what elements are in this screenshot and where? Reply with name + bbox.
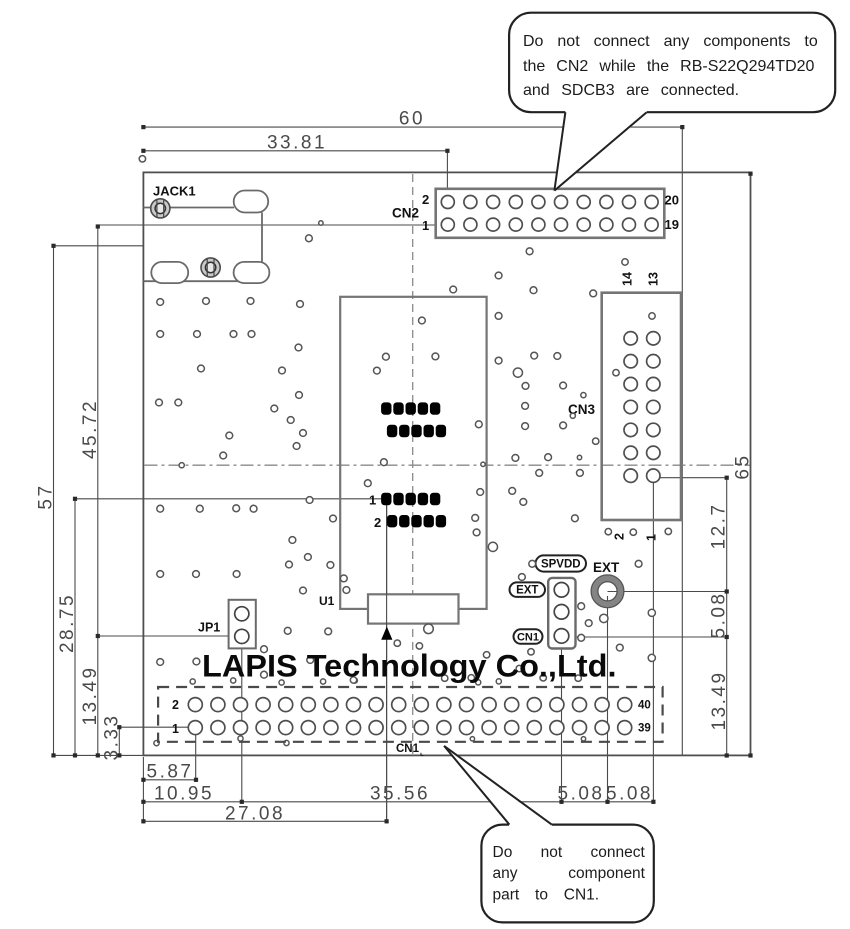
svg-text:CN1: CN1 <box>396 743 420 755</box>
svg-text:EXT: EXT <box>593 560 620 575</box>
svg-text:14: 14 <box>621 272 635 286</box>
svg-text:13: 13 <box>647 272 661 286</box>
svg-text:5.08: 5.08 <box>606 784 653 805</box>
svg-text:1: 1 <box>369 493 376 508</box>
svg-text:2: 2 <box>613 533 627 540</box>
svg-text:JACK1: JACK1 <box>153 184 196 199</box>
svg-text:12.7: 12.7 <box>709 503 730 550</box>
svg-text:5.08: 5.08 <box>709 592 730 639</box>
svg-text:13.49: 13.49 <box>709 670 730 730</box>
svg-text:EXT: EXT <box>516 585 538 597</box>
svg-text:5.08: 5.08 <box>558 784 605 805</box>
svg-text:U1: U1 <box>319 594 335 608</box>
svg-text:LAPIS Technology Co.,Ltd.: LAPIS Technology Co.,Ltd. <box>202 648 617 684</box>
svg-text:35.56: 35.56 <box>370 784 430 805</box>
svg-text:57: 57 <box>36 483 57 509</box>
svg-text:any component: any component <box>493 865 646 882</box>
svg-text:60: 60 <box>399 109 425 130</box>
svg-text:Do not connect any components: Do not connect any components to <box>523 33 818 50</box>
svg-text:⌞: ⌞ <box>420 748 424 757</box>
svg-text:1: 1 <box>645 534 659 541</box>
svg-text:28.75: 28.75 <box>57 593 78 653</box>
svg-text:45.72: 45.72 <box>80 399 101 459</box>
svg-text:the CN2 while the RB-S22Q294TD: the CN2 while the RB-S22Q294TD20 <box>523 58 815 75</box>
svg-text:2: 2 <box>172 698 179 712</box>
svg-text:5.87: 5.87 <box>147 762 194 783</box>
svg-text:1: 1 <box>172 722 179 736</box>
svg-text:19: 19 <box>665 217 679 232</box>
svg-text:Do not connect: Do not connect <box>493 844 646 861</box>
svg-text:40: 40 <box>638 700 651 712</box>
svg-text:2: 2 <box>422 192 429 207</box>
svg-text:39: 39 <box>638 723 651 735</box>
svg-text:CN1: CN1 <box>517 632 539 644</box>
svg-text:and SDCB3 are connected.: and SDCB3 are connected. <box>523 82 739 99</box>
svg-text:SPVDD: SPVDD <box>541 559 581 571</box>
svg-text:27.08: 27.08 <box>225 804 285 825</box>
svg-text:part to CN1.: part to CN1. <box>493 886 600 903</box>
svg-text:65: 65 <box>733 453 754 479</box>
svg-text:20: 20 <box>665 193 679 208</box>
svg-text:33.81: 33.81 <box>267 133 327 154</box>
svg-text:13.49: 13.49 <box>80 665 101 725</box>
svg-text:1: 1 <box>422 218 429 233</box>
svg-text:2: 2 <box>374 515 381 530</box>
svg-text:JP1: JP1 <box>198 621 220 635</box>
svg-text:10.95: 10.95 <box>154 784 214 805</box>
svg-text:CN2: CN2 <box>392 206 419 221</box>
svg-text:3.33: 3.33 <box>101 714 122 761</box>
